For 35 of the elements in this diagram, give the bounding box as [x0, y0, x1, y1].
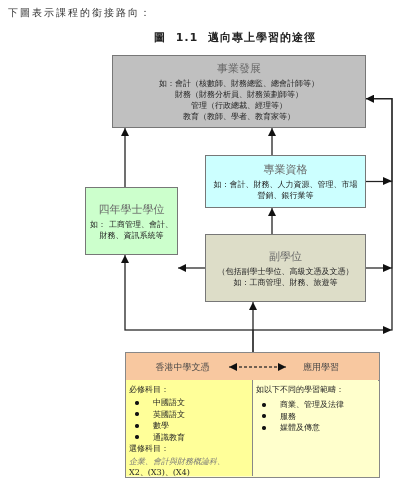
list-item: 通識教育: [153, 432, 185, 443]
subject-panel: [126, 380, 252, 476]
box-heading: 副學位: [269, 248, 302, 264]
list-heading: 如以下不同的學習範疇：: [256, 384, 345, 395]
box-text: 財務（財務分析員、財務策劃師等）: [175, 89, 303, 100]
list-heading: X2、(X3)、(X4): [129, 467, 191, 478]
learning-panel: [252, 380, 378, 476]
qualification-box: [205, 155, 366, 208]
sub-degree-box: [205, 234, 366, 302]
list-item: 英國語文: [153, 408, 185, 420]
list-item: 中國語文: [153, 397, 185, 408]
career-box: [112, 55, 366, 128]
figure-title: 圖 1.1 邁向專上學習的途徑: [152, 30, 318, 45]
list-item: 商業、管理及法律: [280, 399, 344, 410]
curriculum-table: [125, 352, 380, 478]
list-item: 媒體及傳意: [280, 422, 320, 434]
list-heading: 必修科目：: [129, 384, 170, 395]
intro-text: 下圖表示課程的銜接路向：: [8, 6, 152, 20]
box-text: 如：會計（核數師、財務總監、總會計師等）: [159, 78, 319, 89]
header-label: 香港中學文憑: [156, 362, 210, 374]
box-text: 如：會計、財務、人力資源、管理、市場營銷、銀行業等: [212, 179, 358, 201]
header-label: 應用學習: [303, 362, 339, 374]
list-item: 服務: [280, 410, 296, 422]
box-heading: 四年學士學位: [98, 202, 164, 216]
degree-box: [85, 187, 178, 255]
box-text: 如：工商管理、財務、旅遊等: [234, 276, 338, 288]
box-heading: 專業資格: [264, 162, 308, 177]
list-heading: 企業、會計與財務概論科、: [129, 456, 226, 467]
list-item: 數學: [153, 420, 169, 432]
box-text: 教育（教師、學者、教育家等）: [183, 111, 295, 122]
box-text: （包括副學士學位、高級文憑及文憑）: [218, 266, 354, 276]
list-heading: 選修科目：: [129, 443, 170, 454]
box-text: 管理（行政總裁、經理等）: [191, 100, 287, 111]
box-text: 如： 工商管理、會計、財務、資訊系統等: [90, 218, 173, 240]
box-heading: 事業發展: [217, 61, 261, 76]
